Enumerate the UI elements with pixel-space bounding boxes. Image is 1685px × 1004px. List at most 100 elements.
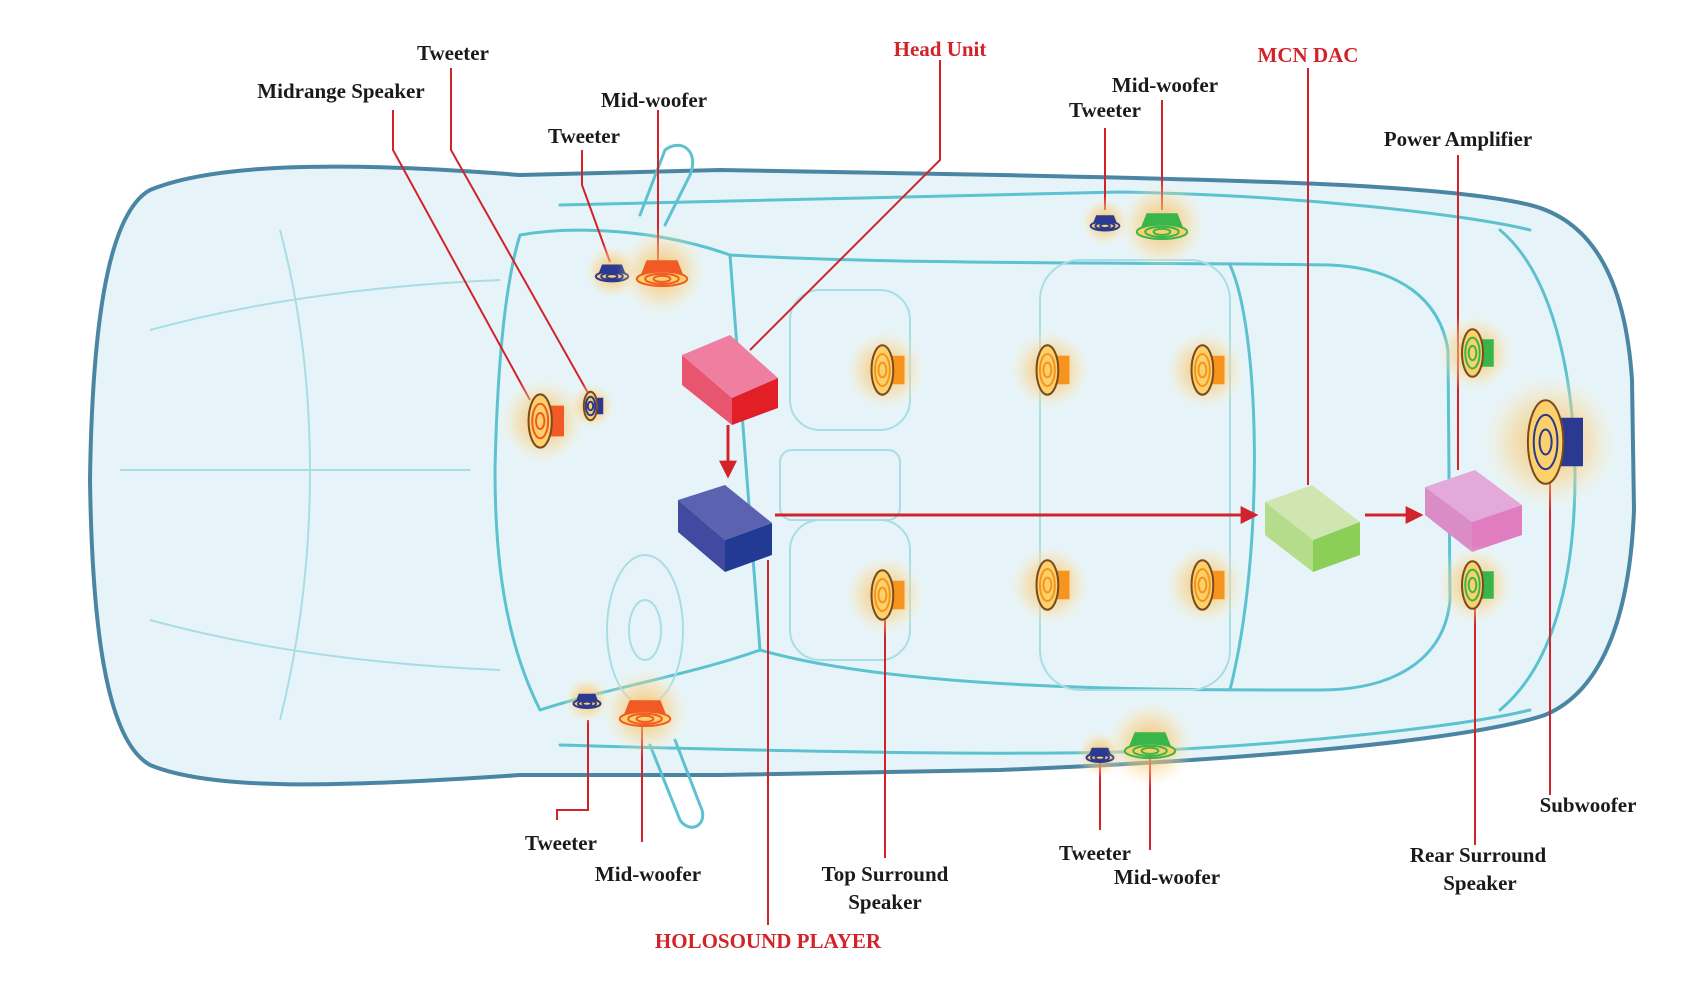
head-unit-top xyxy=(682,335,778,398)
speaker-cone-ring xyxy=(1132,744,1168,757)
mcn-dac-box xyxy=(1265,485,1360,572)
speaker-cone-ring xyxy=(1467,344,1478,362)
surround-speaker-icon xyxy=(843,328,927,412)
speaker-cone-ring xyxy=(1152,227,1172,236)
rear-surround-label-2: Speaker xyxy=(1443,871,1517,895)
speaker-cone-ring xyxy=(1193,352,1211,388)
speaker-cone-ring xyxy=(605,273,619,280)
mid-woofer-icon xyxy=(600,667,690,757)
center-console xyxy=(779,449,901,521)
power-amplifier-label: Power Amplifier xyxy=(1384,127,1532,151)
steering-hub xyxy=(628,599,662,661)
right-mirror xyxy=(648,738,704,829)
speaker-cone-ring xyxy=(877,586,888,604)
mid-woofer-icon xyxy=(617,227,707,317)
surround-speaker-icon xyxy=(1008,328,1092,412)
rear-surround-speaker-icon xyxy=(1435,545,1515,625)
power-amplifier-box xyxy=(1425,470,1522,552)
amp-side xyxy=(1472,505,1522,552)
top-surround-label-1: Top Surround xyxy=(822,862,949,886)
speaker-cone-ring xyxy=(1538,428,1553,456)
speaker-cone-ring xyxy=(1099,222,1111,230)
speaker-cone-ring xyxy=(1532,413,1559,471)
dac-side xyxy=(1313,522,1360,572)
surround-speaker-icon xyxy=(1163,328,1247,412)
speaker-cone-ring xyxy=(1094,754,1106,761)
rr-midwoofer-label: Mid-woofer xyxy=(1114,865,1220,889)
speaker-cone-ring xyxy=(586,400,595,412)
holosound-top xyxy=(678,485,772,540)
top-surround-label-2: Speaker xyxy=(848,890,922,914)
fl-tweeter-top-label: Tweeter xyxy=(417,41,489,65)
leader-fl-tweeter xyxy=(581,150,611,263)
dac-front xyxy=(1265,502,1313,572)
amp-top xyxy=(1425,470,1522,522)
fl-tweeter-label: Tweeter xyxy=(548,124,620,148)
left-mirror xyxy=(638,143,695,227)
holosound-front xyxy=(678,500,725,572)
speaker-cone-ring xyxy=(581,700,593,707)
fl-midrange-label: Midrange Speaker xyxy=(257,79,424,103)
tweeter-icon xyxy=(568,382,616,430)
speaker-cone-ring xyxy=(644,272,680,285)
speaker-cone-ring xyxy=(873,577,891,613)
speaker-cone-ring xyxy=(1197,576,1208,594)
signal-flow xyxy=(719,425,1424,524)
tweeter-icon xyxy=(563,676,611,724)
head-unit-box xyxy=(682,335,778,425)
speaker-cone-ring xyxy=(1197,361,1208,379)
mid-woofer-icon xyxy=(1105,699,1195,789)
speaker-cone-ring xyxy=(1193,567,1211,603)
speaker-cone-ring xyxy=(1042,576,1053,594)
upper-body-line xyxy=(558,190,1532,232)
speaker-cone-ring xyxy=(1094,221,1116,231)
speaker-cone-ring xyxy=(1464,568,1481,602)
car-body xyxy=(87,143,1637,829)
head-unit-front xyxy=(682,355,732,425)
rear-surround-label-1: Rear Surround xyxy=(1410,843,1547,867)
leader-head-unit xyxy=(749,60,941,351)
speaker-cone-ring xyxy=(1467,576,1478,594)
speaker-cone-ring xyxy=(627,712,663,725)
mcn-dac-label: MCN DAC xyxy=(1258,43,1359,67)
speaker-cone-ring xyxy=(1144,225,1180,238)
speaker-cone-ring xyxy=(652,274,672,283)
hood-line-2 xyxy=(149,619,501,671)
surround-speaker-icon xyxy=(1008,543,1092,627)
speaker-cone-ring xyxy=(1038,567,1056,603)
car-outline xyxy=(87,164,1637,787)
speaker-cone-ring xyxy=(577,699,597,708)
surround-speaker-icon xyxy=(843,553,927,637)
speaker-cone-ring xyxy=(1526,399,1565,485)
speaker-cone-ring xyxy=(1464,336,1481,370)
speaker-cone-ring xyxy=(873,352,891,388)
rl-midwoofer-label: Mid-woofer xyxy=(595,862,701,886)
hood-line-1 xyxy=(149,279,501,331)
dac-top xyxy=(1265,485,1360,540)
speaker-cone-ring xyxy=(535,412,546,430)
leader-fl-tweeter-top xyxy=(450,68,593,401)
mid-woofer-icon xyxy=(1117,180,1207,270)
tweeter-icon xyxy=(1079,196,1131,248)
head-unit-label: Head Unit xyxy=(894,37,987,61)
speaker-cone-ring xyxy=(1038,352,1056,388)
holosound-player-box xyxy=(678,485,772,572)
speaker-cone-ring xyxy=(877,361,888,379)
surround-speaker-icon xyxy=(1163,543,1247,627)
speaker-cone-ring xyxy=(635,714,655,723)
rr-tweeter-label: Tweeter xyxy=(1059,841,1131,865)
rear-surround-speaker-icon xyxy=(1435,313,1515,393)
midrange-speaker-icon xyxy=(498,376,588,466)
hood-crease xyxy=(279,229,311,721)
speaker-cone-ring xyxy=(531,402,550,440)
fr-midwoofer-label: Mid-woofer xyxy=(1112,73,1218,97)
speakers xyxy=(498,180,1621,789)
rear-window xyxy=(1228,263,1256,692)
rl-tweeter-label: Tweeter xyxy=(525,831,597,855)
leader-rl-tweeter xyxy=(556,720,589,820)
subwoofer-label: Subwoofer xyxy=(1540,793,1637,817)
head-unit-side xyxy=(732,378,778,425)
fl-midwoofer-label: Mid-woofer xyxy=(601,88,707,112)
